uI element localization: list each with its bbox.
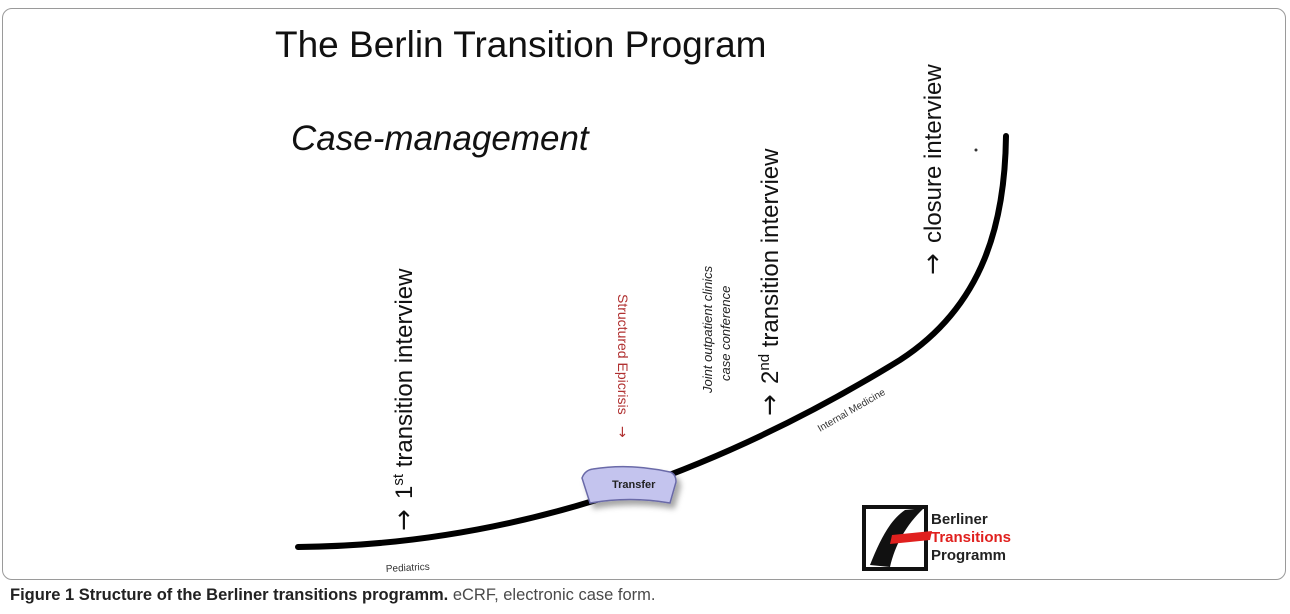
transfer-banner bbox=[581, 465, 677, 504]
joint-clinics-line1: Joint outpatient clinics bbox=[700, 265, 715, 394]
joint-clinics-line2: case conference bbox=[718, 286, 733, 381]
logo-line3: Programm bbox=[931, 547, 1006, 564]
logo-red-bar bbox=[890, 531, 932, 544]
first-interview-arrow: → bbox=[389, 509, 419, 531]
second-interview-sup: nd bbox=[756, 354, 773, 371]
second-interview-text: transition interview bbox=[757, 148, 784, 354]
closure-interview-label: → closure interview bbox=[918, 64, 948, 275]
transfer-label: Transfer bbox=[612, 479, 656, 491]
logo-line2: Transitions bbox=[931, 529, 1011, 546]
epicrisis-label: Structured Epicrisis → bbox=[614, 294, 631, 438]
diagram-subtitle: Case-management bbox=[291, 119, 590, 158]
first-interview-sup: st bbox=[390, 473, 407, 486]
second-interview-arrow: → bbox=[755, 394, 785, 416]
logo-line1: Berliner bbox=[931, 511, 988, 528]
closure-interview-text: closure interview bbox=[920, 64, 947, 243]
second-interview-number: 2 bbox=[757, 371, 784, 384]
first-interview-text: transition interview bbox=[391, 268, 418, 474]
svg-text:1st transition interview: 1st transition interview bbox=[390, 268, 418, 499]
epicrisis-text: Structured Epicrisis bbox=[615, 294, 631, 415]
svg-text:2nd transition interview: 2nd transition interview bbox=[756, 148, 784, 384]
caption-rest: eCRF, electronic case form. bbox=[448, 586, 656, 604]
closure-interview-arrow: → bbox=[918, 253, 948, 275]
epicrisis-arrow: → bbox=[614, 426, 630, 438]
figure-caption: Figure 1 Structure of the Berliner trans… bbox=[10, 586, 655, 605]
internal-medicine-label: Internal Medicine bbox=[816, 387, 888, 435]
joint-clinics-label: Joint outpatient clinics case conference bbox=[700, 265, 733, 394]
marker-dot bbox=[974, 148, 978, 152]
berliner-logo: Berliner Transitions Programm bbox=[862, 505, 1011, 571]
diagram-title: The Berlin Transition Program bbox=[275, 24, 766, 65]
transition-curve bbox=[295, 133, 1009, 550]
second-interview-label: → 2nd transition interview bbox=[755, 148, 785, 416]
first-interview-number: 1 bbox=[391, 486, 418, 499]
caption-bold: Figure 1 Structure of the Berliner trans… bbox=[10, 586, 449, 604]
pediatrics-label: Pediatrics bbox=[386, 562, 430, 575]
first-interview-label: → 1st transition interview bbox=[389, 268, 419, 531]
